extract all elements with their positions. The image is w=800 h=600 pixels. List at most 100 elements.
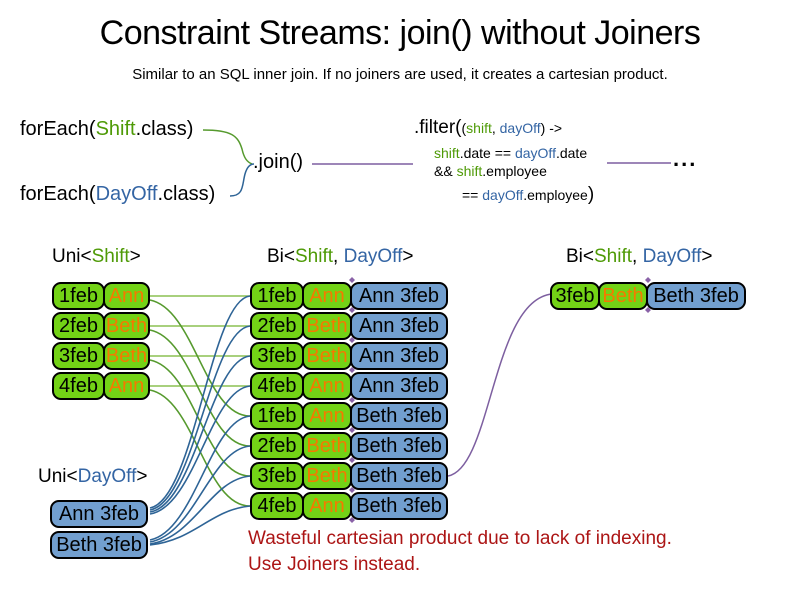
label-text: Uni< (38, 466, 78, 487)
code-ellipsis: ... (673, 146, 698, 171)
dayoff-cell: Beth 3feb (646, 282, 746, 310)
code-text: forEach( (20, 183, 96, 205)
shift-employee-cell: Beth (302, 432, 352, 460)
shift-link-curve (149, 329, 251, 447)
dayoff-cell: Beth 3feb (350, 402, 448, 430)
dayoff-cell: Ann 3feb (350, 372, 448, 400)
dayoff-cell: Ann 3feb (50, 500, 148, 528)
shift-var-token: shift (466, 120, 492, 136)
shift-link-curve (149, 359, 251, 477)
shift-date-cell: 4feb (52, 372, 105, 400)
dayoff-cell: Ann 3feb (350, 282, 448, 310)
dayoff-class-token: DayOff (95, 183, 158, 205)
shift-brace-line (202, 129, 253, 165)
label-text: > (402, 246, 414, 267)
shift-link-curve (149, 389, 251, 507)
shift-date-cell: 2feb (250, 432, 304, 460)
bi-mid-label: Bi<Shift, DayOff> (267, 246, 413, 268)
code-text: && (434, 163, 457, 179)
code-foreach-shift: forEach(Shift.class) (20, 118, 193, 141)
code-text: ) -> (540, 120, 563, 136)
shift-date-cell: 3feb (250, 342, 304, 370)
page-subtitle: Similar to an SQL inner join. If no join… (132, 66, 668, 83)
code-text: == (462, 187, 483, 203)
filter-result-line (447, 293, 553, 477)
bi-right-label: Bi<Shift, DayOff> (566, 246, 712, 268)
dayoff-link-curve (149, 325, 251, 511)
shift-date-cell: 1feb (52, 282, 105, 310)
shift-employee-cell: Beth (302, 462, 352, 490)
shift-date-cell: 2feb (250, 312, 304, 340)
shift-employee-cell: Ann (302, 402, 352, 430)
shift-date-cell: 3feb (250, 462, 304, 490)
shift-date-cell: 4feb (250, 372, 304, 400)
dayoff-var-token: dayOff (482, 187, 524, 203)
shift-date-cell: 3feb (550, 282, 600, 310)
code-text: .filter( (414, 117, 462, 138)
uni-dayoff-row: Beth 3feb (50, 531, 148, 559)
shift-link-curve (149, 299, 251, 417)
code-text: ) (587, 184, 595, 205)
code-text: .date (555, 145, 588, 161)
label-text: Bi< (566, 246, 594, 267)
dayoff-link-curve (149, 415, 251, 541)
shift-employee-cell: Ann (302, 492, 352, 520)
shift-employee-cell: Beth (302, 312, 352, 340)
dayoff-link-curve (149, 445, 251, 543)
code-text: .class) (135, 118, 194, 140)
shift-employee-cell: Beth (598, 282, 648, 310)
shift-type-token: Shift (594, 246, 633, 267)
shift-var-token: shift (456, 163, 483, 179)
dayoff-cell: Beth 3feb (50, 531, 148, 559)
shift-class-token: Shift (95, 118, 136, 140)
dayoff-cell: Ann 3feb (350, 342, 448, 370)
dayoff-cell: Beth 3feb (350, 462, 448, 490)
shift-var-token: shift (434, 145, 460, 161)
shift-date-cell: 2feb (52, 312, 105, 340)
shift-type-token: Shift (91, 246, 130, 267)
dayoff-link-curve (149, 475, 251, 545)
code-filter-line3: && shift.employee (434, 163, 547, 179)
dayoff-var-token: dayOff (514, 145, 556, 161)
dayoff-var-token: dayOff (499, 120, 541, 136)
shift-employee-cell: Ann (103, 282, 150, 310)
uni-dayoff-label: Uni<DayOff> (38, 466, 148, 488)
code-text: forEach( (20, 118, 96, 140)
dayoff-link-curve (149, 355, 251, 513)
code-filter-line4: == dayOff.employee) (462, 184, 594, 206)
dayoff-cell: Beth 3feb (350, 492, 448, 520)
shift-employee-cell: Beth (103, 312, 150, 340)
shift-type-token: Shift (295, 246, 334, 267)
shift-date-cell: 3feb (52, 342, 105, 370)
dayoff-type-token: DayOff (77, 466, 137, 487)
label-text: , (333, 246, 344, 267)
dayoff-cell: Beth 3feb (350, 432, 448, 460)
code-text: .class) (157, 183, 216, 205)
uni-shift-label: Uni<Shift> (52, 246, 141, 268)
shift-date-cell: 4feb (250, 492, 304, 520)
dayoff-brace-line (229, 163, 255, 197)
label-text: > (701, 246, 713, 267)
dayoff-link-curve (149, 295, 251, 509)
shift-employee-cell: Ann (103, 372, 150, 400)
code-text: .employee (482, 163, 547, 179)
code-foreach-dayoff: forEach(DayOff.class) (20, 183, 215, 206)
shift-employee-cell: Ann (302, 282, 352, 310)
code-text: .employee (523, 187, 588, 203)
code-filter-line2: shift.date == dayOff.date (434, 145, 587, 161)
code-text: ( (461, 120, 467, 136)
dayoff-type-token: DayOff (642, 246, 702, 267)
code-text: , (491, 120, 500, 136)
